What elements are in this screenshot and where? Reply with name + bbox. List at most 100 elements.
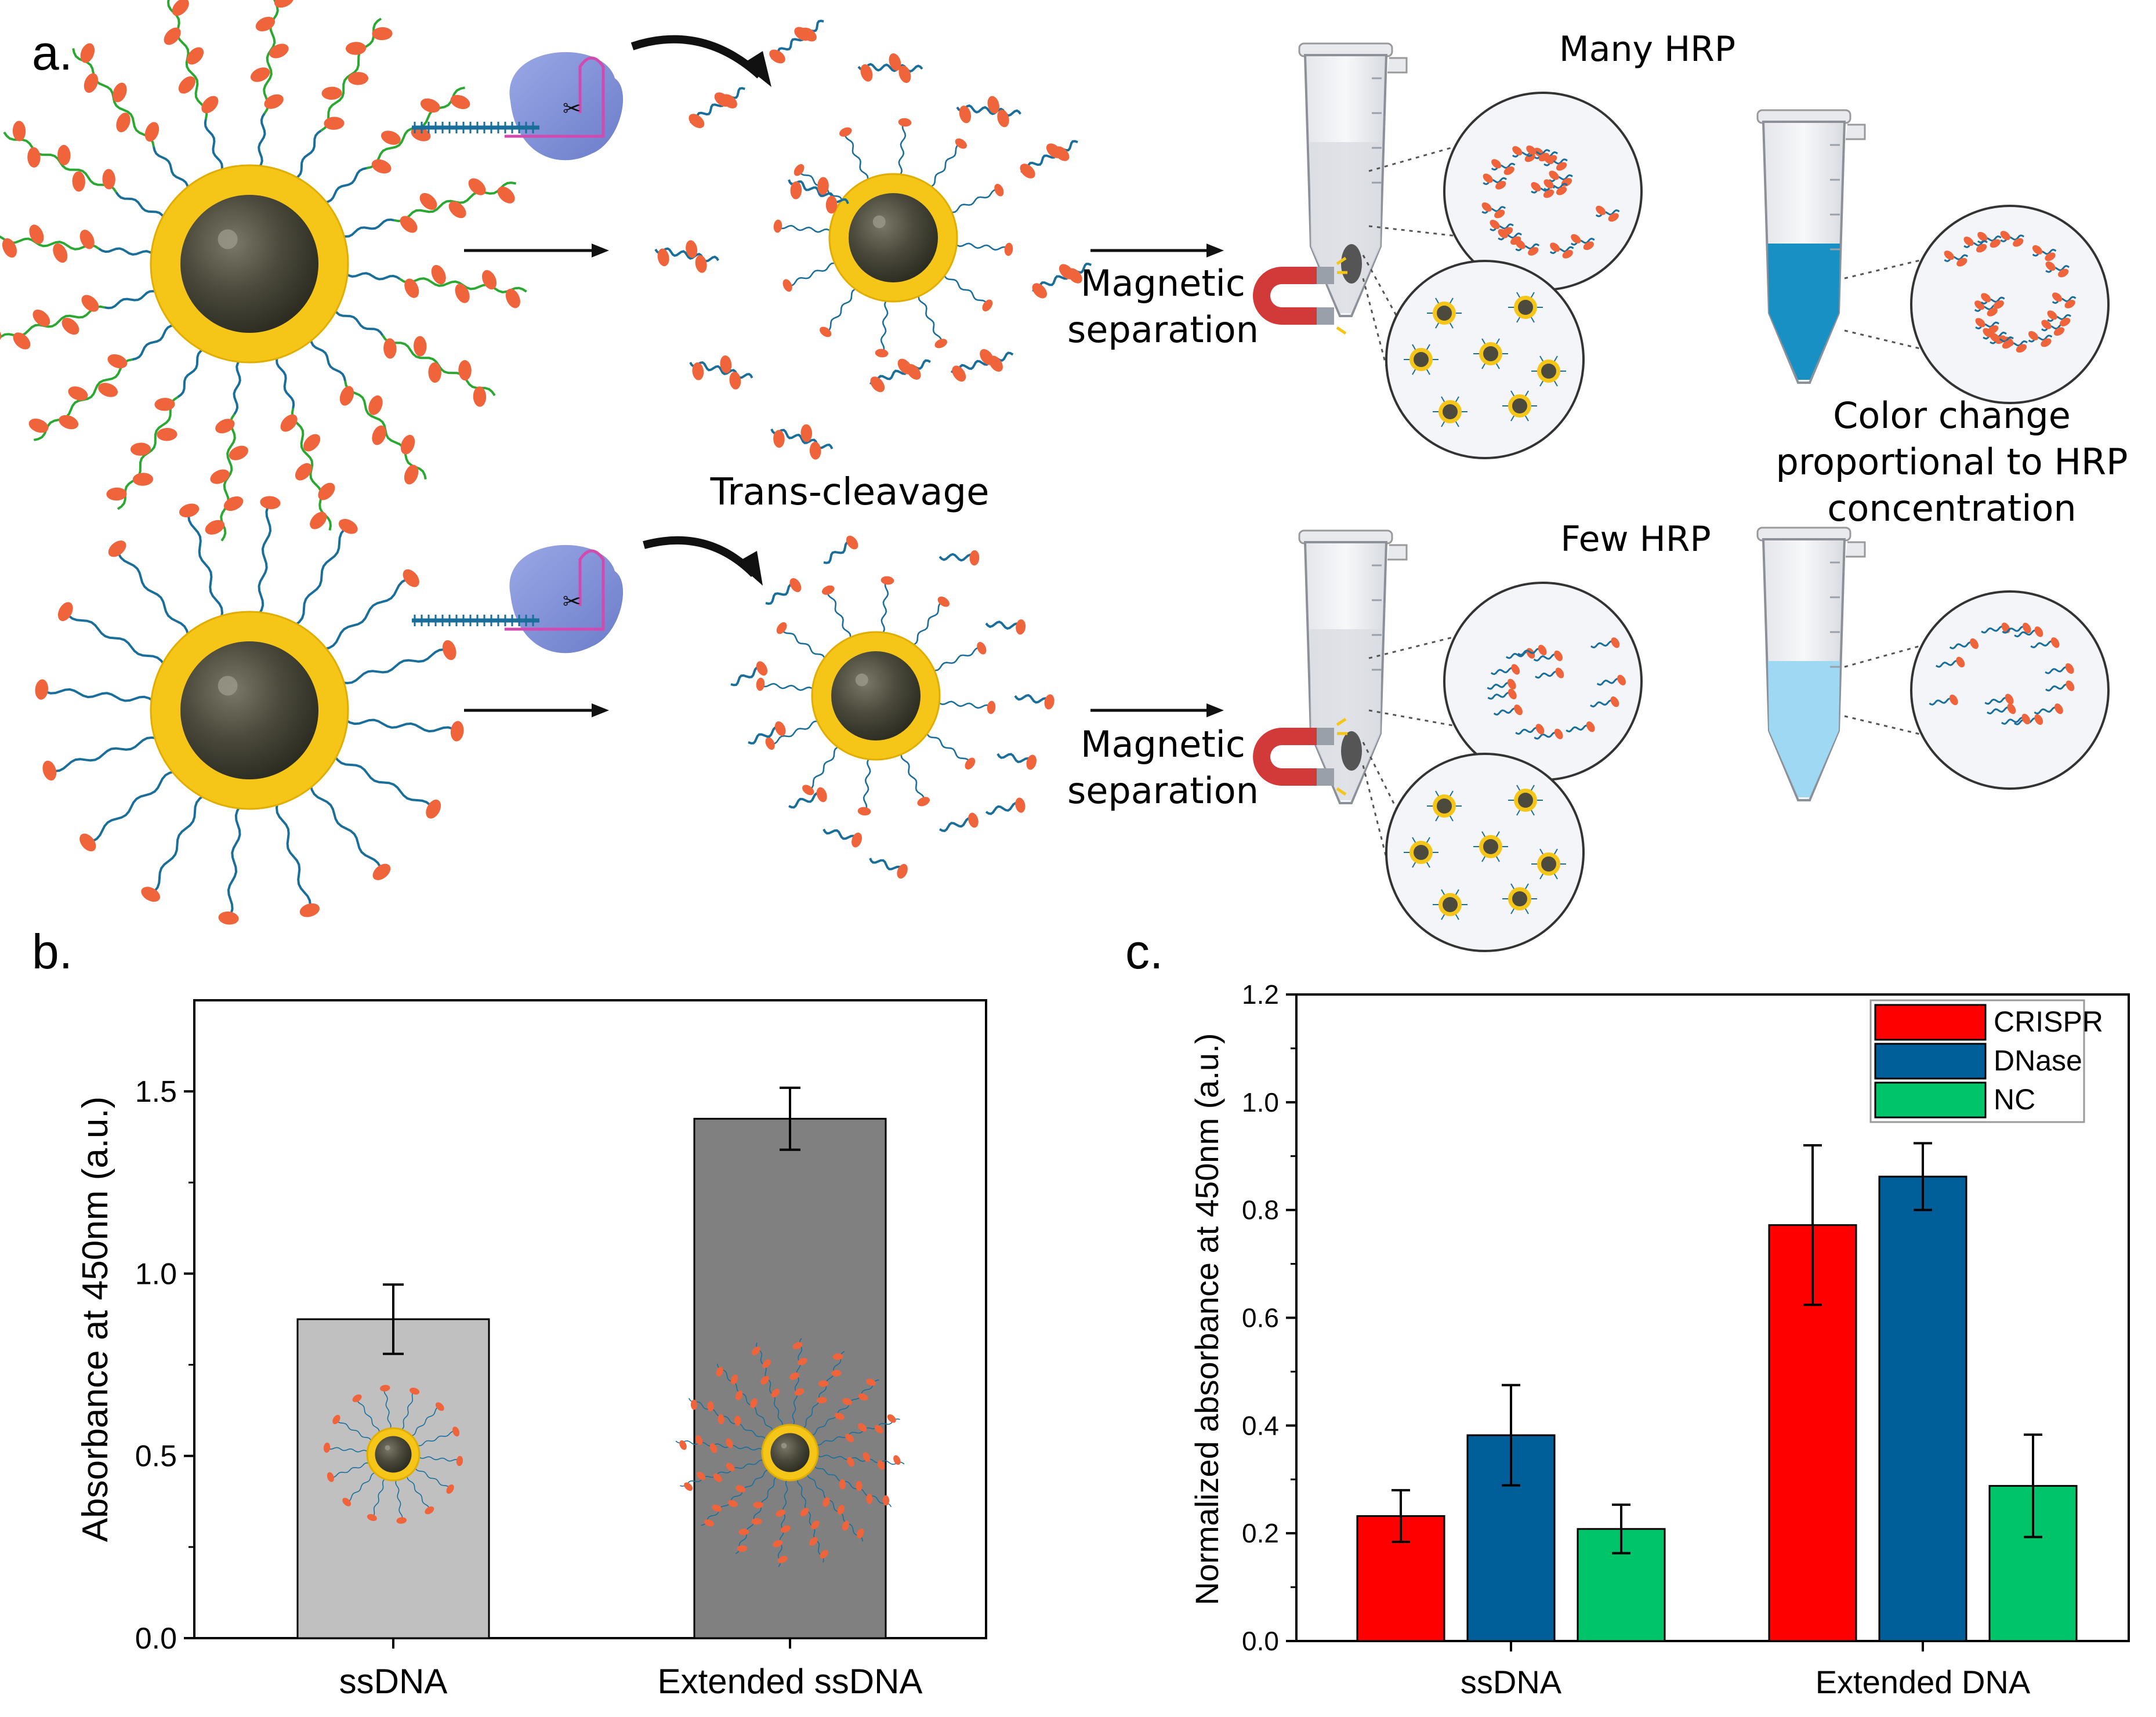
hrp-blob: [59, 415, 79, 430]
cas12-complex-bottom: ✂: [412, 544, 624, 654]
hrp-blob: [858, 1393, 868, 1401]
zoom-fragment: [1493, 707, 1518, 716]
hrp-blob: [452, 1426, 460, 1437]
hrp-blob: [414, 336, 427, 357]
hrp-blob: [57, 144, 71, 166]
hrp-blob: [1608, 213, 1619, 222]
hrp-blob: [482, 270, 497, 290]
hrp-blob: [1554, 650, 1563, 662]
dna-fragment: [869, 359, 931, 386]
dna-fragment: [985, 801, 1021, 815]
zoom-fragment: [1987, 706, 2011, 715]
zoom-fragment: [1944, 254, 1969, 262]
chart-b-frame: [193, 999, 987, 1639]
dna-strand: [912, 601, 944, 646]
hrp-blob: [2041, 320, 2052, 329]
hrp-blob: [1993, 300, 2004, 309]
dna-strand: [880, 580, 889, 634]
hrp-blob: [866, 1494, 873, 1504]
hrp-blob: [917, 797, 930, 807]
dna-strand: [294, 129, 322, 180]
hrp-blob: [707, 1401, 714, 1411]
dna-strand: [342, 648, 450, 685]
hrp-blob: [223, 496, 244, 511]
hrp-blob: [130, 442, 151, 456]
hrp-blob: [2054, 703, 2063, 714]
dna-strand: [817, 1454, 844, 1459]
hrp-blob: [2059, 318, 2071, 326]
hrp-blob: [798, 1357, 807, 1366]
bead-core: [1483, 346, 1498, 361]
tube-hinge: [1846, 541, 1866, 558]
bead-core: [1414, 845, 1429, 860]
hrp-blob: [800, 424, 813, 442]
magnetic-separation-top-line1: Magnetic: [1081, 262, 1245, 304]
dna-strand: [346, 1472, 376, 1503]
hrp-blob: [201, 96, 219, 114]
hrp-blob: [383, 338, 397, 359]
zoom-circle-color-few: [1844, 590, 2110, 790]
hrp-blob: [68, 386, 88, 401]
hrp-blob: [178, 76, 195, 94]
zoom-circle: [1443, 582, 1643, 781]
hrp-blob: [765, 737, 775, 750]
dna-strand: [150, 794, 205, 895]
legend-label-dnase: DNase: [1994, 1044, 2082, 1077]
bead-core: [1437, 798, 1452, 814]
hrp-blob: [875, 349, 889, 358]
hrp-blob: [721, 94, 737, 109]
dna-strand: [802, 1405, 816, 1429]
hrp-blob: [79, 833, 96, 852]
hrp-blob: [72, 171, 85, 192]
hrp-blob: [2002, 340, 2013, 349]
hrp-blob: [898, 66, 911, 84]
dna-strand: [324, 577, 412, 651]
hrp-blob: [2028, 331, 2039, 340]
hrp-blob: [782, 279, 792, 292]
dna-strand: [258, 502, 272, 615]
hrp-blob: [2041, 338, 2052, 347]
dna-strand: [330, 1462, 369, 1478]
hrp-blob: [816, 787, 827, 803]
hrp-blob: [793, 164, 805, 176]
hrp-blob: [800, 27, 817, 42]
hrp-blob: [987, 700, 996, 714]
hrp-blob: [1970, 638, 1979, 649]
hrp-blob: [1617, 674, 1626, 685]
dna-strand: [955, 242, 1009, 251]
zoom-guide: [1362, 765, 1397, 897]
legend-label-nc: NC: [1994, 1083, 2035, 1116]
hrp-blob: [709, 1443, 718, 1453]
hrp-blob: [1498, 228, 1508, 238]
hrp-blob: [1981, 293, 1991, 303]
magnetic-separation-bottom-line2: separation: [1067, 769, 1259, 812]
hrp-blob: [955, 138, 967, 149]
hrp-blob: [856, 1480, 863, 1491]
zoom-fragment: [1535, 670, 1559, 679]
arrow-top-1: [464, 244, 609, 257]
hrp-blob: [1543, 189, 1555, 198]
dna-strand: [407, 1476, 430, 1511]
hrp-blob: [1067, 268, 1082, 284]
hrp-blob: [1975, 318, 1985, 328]
zoom-fragment: [1981, 626, 2005, 634]
hrp-blob: [860, 64, 873, 82]
hrp-blob: [1990, 239, 2001, 248]
hrp-blob: [456, 1455, 463, 1466]
dna-strand: [334, 308, 384, 336]
hrp-blob: [789, 578, 802, 593]
hrp-blob: [108, 540, 126, 557]
zoom-fragment: [1517, 648, 1542, 656]
dna-fragment: [689, 361, 753, 379]
dna-strand-extended: [777, 1505, 786, 1567]
hrp-blob: [116, 112, 131, 133]
dna-strand: [334, 755, 434, 810]
hrp-blob: [898, 118, 912, 127]
bead-pellet: [1341, 244, 1362, 284]
hrp-blob: [2050, 637, 2060, 648]
hrp-blob: [106, 487, 127, 501]
cleaved-fragments-bottom: [730, 535, 1055, 879]
hrp-blob: [368, 395, 383, 415]
dna-strand-extended: [841, 1418, 900, 1438]
dna-strand: [64, 611, 165, 666]
